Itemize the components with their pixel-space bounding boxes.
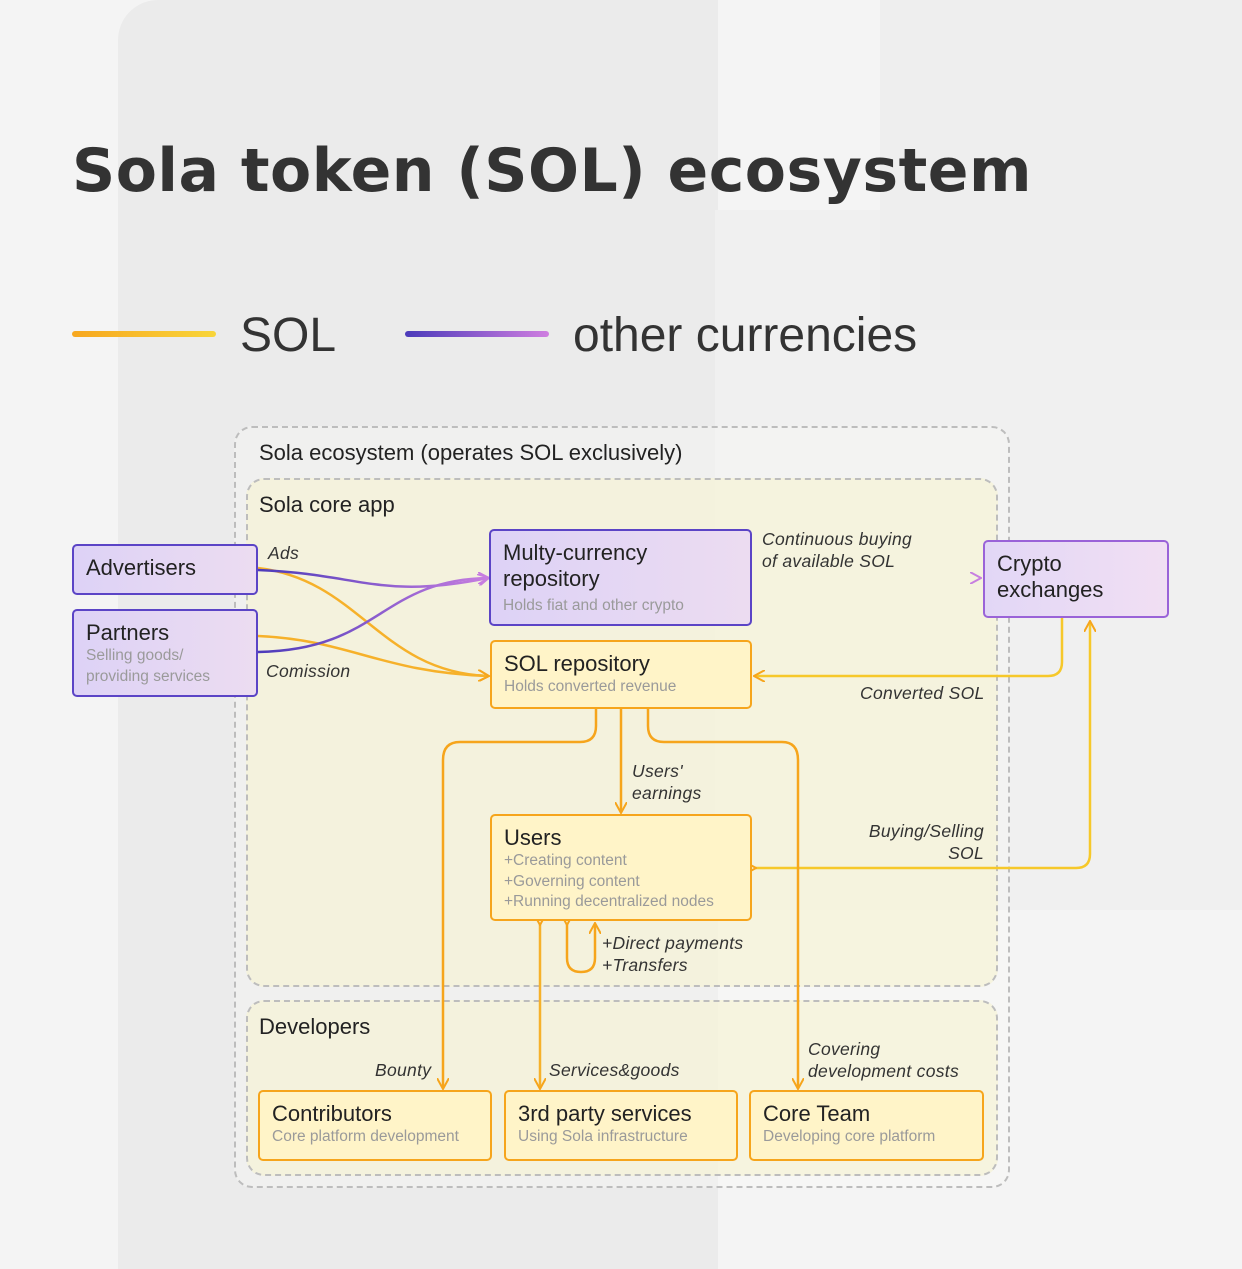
multy-currency-title: Multy-currency repository	[503, 540, 648, 592]
label-comission: Comission	[266, 661, 351, 681]
sol-repository-title: SOL repository	[504, 651, 650, 676]
edge-advertisers-to-multy	[257, 568, 488, 588]
label-converted-sol: Converted SOL	[860, 683, 985, 703]
core-app-group-label: Sola core app	[259, 492, 395, 517]
third-party-sub: Using Sola infrastructure	[518, 1128, 688, 1146]
third-party-node: 3rd party services Using Sola infrastruc…	[504, 1090, 738, 1161]
edge-users-self-loop	[567, 924, 595, 974]
sol-repository-sub: Holds converted revenue	[504, 678, 677, 696]
sol-repository-node: SOL repository Holds converted revenue	[490, 640, 752, 709]
contributors-title: Contributors	[272, 1101, 392, 1126]
edge-sol-repo-to-core-team	[646, 708, 798, 1088]
crypto-exchanges-node: Crypto exchanges	[983, 540, 1169, 618]
label-services-goods: Services&goods	[549, 1060, 680, 1080]
edge-users-exchange	[755, 622, 1090, 868]
label-covering: Covering development costs	[808, 1039, 960, 1081]
page-title: Sola token (SOL) ecosystem	[72, 136, 1032, 206]
core-team-sub: Developing core platform	[763, 1128, 936, 1146]
crypto-exchanges-title: Crypto exchanges	[997, 551, 1104, 603]
edge-exchange-to-sol-repo	[755, 618, 1064, 676]
contributors-sub: Core platform development	[272, 1128, 459, 1146]
contributors-node: Contributors Core platform development	[258, 1090, 492, 1161]
label-direct-payments: +Direct payments +Transfers	[602, 933, 744, 975]
core-team-node: Core Team Developing core platform	[749, 1090, 984, 1161]
users-title: Users	[504, 825, 562, 850]
users-sub: +Creating content +Governing content +Ru…	[504, 852, 714, 910]
advertisers-title: Advertisers	[86, 555, 197, 580]
edge-partners-to-multy	[257, 578, 488, 654]
legend-other-label: other currencies	[573, 309, 918, 362]
edge-partners-to-sol-repo	[257, 634, 488, 676]
partners-node: Partners Selling goods/ providing servic…	[72, 609, 258, 697]
partners-title: Partners	[86, 620, 170, 645]
core-team-title: Core Team	[763, 1101, 871, 1126]
edge-sol-repo-to-contributors	[443, 708, 598, 1088]
partners-sub: Selling goods/ providing services	[86, 647, 211, 685]
label-users-earnings: Users' earnings	[632, 761, 702, 803]
label-ads: Ads	[268, 543, 300, 563]
legend-sol-line	[72, 331, 216, 337]
label-continuous-buying: Continuous buying of available SOL	[762, 529, 913, 571]
background-shape-hex	[880, 0, 1242, 330]
developers-group-label: Developers	[259, 1014, 371, 1039]
users-node: Users +Creating content +Governing conte…	[490, 814, 752, 921]
multy-currency-sub: Holds fiat and other crypto	[503, 596, 684, 614]
third-party-title: 3rd party services	[518, 1101, 692, 1126]
edge-advertisers-to-sol-repo	[257, 566, 488, 676]
advertisers-node: Advertisers	[72, 544, 258, 595]
legend-other-line	[405, 331, 549, 337]
label-bounty: Bounty	[375, 1060, 432, 1080]
ecosystem-group-label: Sola ecosystem (operates SOL exclusively…	[259, 440, 683, 465]
legend-sol-label: SOL	[240, 309, 337, 362]
multy-currency-node: Multy-currency repository Holds fiat and…	[489, 529, 752, 626]
label-buying-selling: Buying/Selling SOL	[868, 821, 984, 863]
